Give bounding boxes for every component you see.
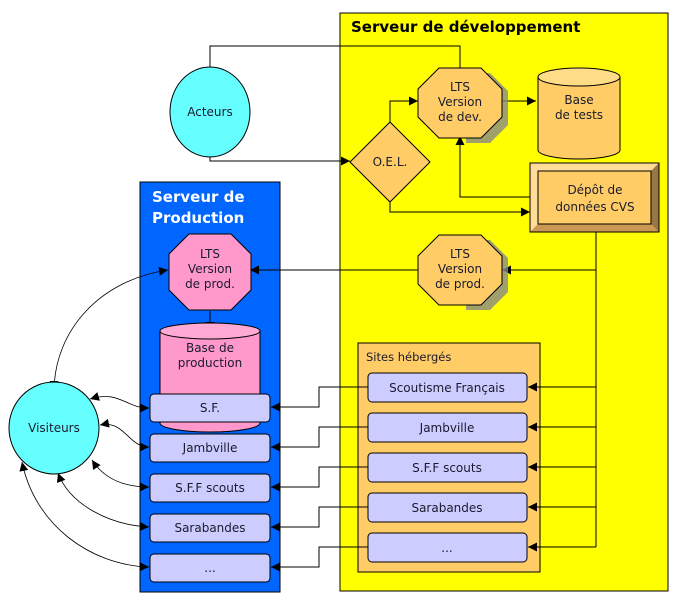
hosted-site-label: S.F.F scouts xyxy=(412,461,482,475)
visitors-node[interactable]: Visiteurs xyxy=(8,381,100,475)
hosted-site-item[interactable]: S.F.F scouts xyxy=(367,452,528,483)
lts-prod-dev-node[interactable]: LTS Version de prod. xyxy=(417,234,508,310)
hosted-site-item[interactable]: Sarabandes xyxy=(367,492,528,523)
test-database-line2: de tests xyxy=(555,108,603,122)
prod-site-label: S.F. xyxy=(200,401,220,415)
prod-server-title-line1: Serveur de xyxy=(152,188,245,206)
prod-site-item[interactable]: ... xyxy=(149,553,271,583)
prod-site-label: ... xyxy=(204,561,215,575)
cvs-line2: données CVS xyxy=(555,200,634,214)
hosted-sites-title: Sites hébergés xyxy=(366,350,451,364)
lts-prod-line2: Version xyxy=(188,262,232,276)
lts-prod-dev-line3: de prod. xyxy=(435,277,485,291)
lts-prod-line1: LTS xyxy=(200,247,220,261)
hosted-site-item[interactable]: Scoutisme Français xyxy=(367,372,528,403)
prod-site-label: Jambville xyxy=(182,441,238,455)
actors-node[interactable]: Acteurs xyxy=(169,66,251,158)
hosted-site-label: Jambville xyxy=(419,421,475,435)
cvs-line1: Dépôt de xyxy=(567,183,622,197)
prod-server-title-line2: Production xyxy=(152,209,244,227)
cvs-repository-node[interactable]: Dépôt de données CVS xyxy=(529,162,660,233)
prod-site-item[interactable]: Sarabandes xyxy=(149,513,271,543)
test-database-line1: Base xyxy=(564,93,593,107)
hosted-site-label: ... xyxy=(441,541,452,555)
hosted-site-item[interactable]: Jambville xyxy=(367,412,528,443)
visitors-label: Visiteurs xyxy=(28,421,80,435)
production-database-line2: production xyxy=(178,356,242,370)
hosted-site-item[interactable]: ... xyxy=(367,532,528,563)
hosted-site-label: Sarabandes xyxy=(411,501,482,515)
prod-site-item[interactable]: S.F. xyxy=(149,393,271,423)
prod-site-label: Sarabandes xyxy=(174,521,245,535)
oel-decision-node[interactable]: O.E.L. xyxy=(349,121,431,203)
lts-dev-node[interactable]: LTS Version de dev. xyxy=(417,67,508,143)
prod-sites-list: S.F. Jambville S.F.F scouts Sarabandes .… xyxy=(149,393,271,583)
prod-site-label: S.F.F scouts xyxy=(175,481,245,495)
lts-prod-dev-line2: Version xyxy=(438,262,482,276)
lts-dev-line1: LTS xyxy=(450,80,470,94)
lts-dev-line3: de dev. xyxy=(438,110,482,124)
lts-prod-dev-line1: LTS xyxy=(450,247,470,261)
prod-site-item[interactable]: Jambville xyxy=(149,433,271,463)
oel-label: O.E.L. xyxy=(373,155,408,169)
production-database-line1: Base de xyxy=(186,341,234,355)
lts-prod-node[interactable]: LTS Version de prod. xyxy=(168,233,252,311)
prod-site-item[interactable]: S.F.F scouts xyxy=(149,473,271,503)
hosted-site-label: Scoutisme Français xyxy=(389,381,505,395)
dev-server-title: Serveur de développement xyxy=(351,18,580,36)
test-database-node[interactable]: Base de tests xyxy=(537,67,621,160)
lts-prod-line3: de prod. xyxy=(185,277,235,291)
lts-dev-line2: Version xyxy=(438,95,482,109)
actors-label: Acteurs xyxy=(187,105,232,119)
hosted-sites-list: Scoutisme Français Jambville S.F.F scout… xyxy=(367,372,528,563)
